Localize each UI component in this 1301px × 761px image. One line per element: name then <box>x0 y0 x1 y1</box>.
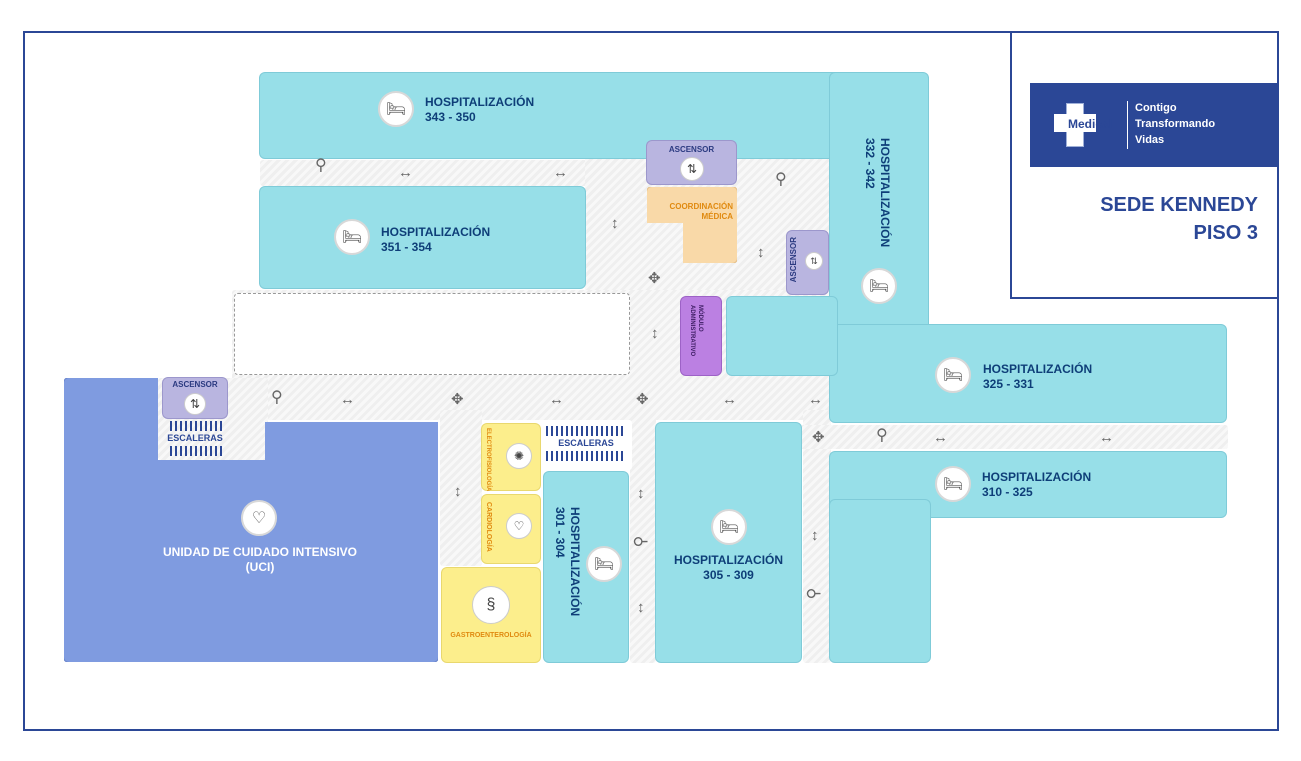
stomach-icon: § <box>472 586 510 624</box>
room-title: HOSPITALIZACIÓN <box>878 138 892 248</box>
corridor <box>800 425 1228 449</box>
room-range: 310 - 325 <box>982 485 1033 499</box>
map-frame <box>23 31 1279 731</box>
corridor <box>440 410 482 566</box>
pedestrian-icon: ⚲ <box>775 171 787 188</box>
stairs-icon <box>170 446 224 456</box>
arrow-vertical-icon: ↕ <box>651 325 659 342</box>
modulo-label-1: MÓDULO <box>697 305 703 332</box>
room-hosp-310-325-wing <box>830 500 930 662</box>
coord-label-1: COORDINACIÓN <box>669 202 733 211</box>
arrow-vertical-icon: ↕ <box>757 244 765 261</box>
arrow-cross-icon: ✥ <box>451 391 464 408</box>
tagline-1: Contigo <box>1135 102 1177 114</box>
stairs-icon <box>546 451 626 461</box>
brand-name: Medical <box>1068 117 1113 131</box>
stairs-icon <box>546 426 626 436</box>
room-range: 301 - 304 <box>553 507 567 558</box>
elevator-label: ASCENSOR <box>172 380 218 389</box>
uci-sub: (UCI) <box>245 560 275 574</box>
modulo-label-2: ADMINISTRATIVO <box>689 305 695 357</box>
arrow-vertical-icon: ↕ <box>637 485 645 502</box>
room-range: 325 - 331 <box>983 377 1034 391</box>
bed-icon: 🛏 <box>378 91 414 127</box>
elevator-label: ASCENSOR <box>668 145 715 154</box>
room-title: HOSPITALIZACIÓN <box>568 507 582 617</box>
arrow-cross-icon: ✥ <box>812 429 825 446</box>
elevator-label: ASCENSOR <box>789 237 798 283</box>
arrow-vertical-icon: ↕ <box>454 483 462 500</box>
cardio-label: CARDIOLOGÍA <box>485 502 492 552</box>
arrow-horizontal-icon: ↔ <box>398 164 413 181</box>
brand-logo: Medical Contigo Transformando Vidas <box>1030 83 1278 167</box>
bed-icon: 🛏 <box>334 219 370 255</box>
divider <box>1127 101 1128 149</box>
arrow-horizontal-icon: ↔ <box>933 429 948 446</box>
room-title: HOSPITALIZACIÓN <box>982 470 1092 484</box>
cross-icon-bar <box>1054 114 1096 132</box>
room-hosp-351-354[interactable] <box>260 187 585 288</box>
arrow-horizontal-icon: ↔ <box>340 391 355 408</box>
stairs-icon <box>170 421 224 431</box>
elevator-icon: ⇅ <box>184 393 206 415</box>
arrow-vertical-icon: ↕ <box>811 527 819 544</box>
room-hosp-325-331[interactable] <box>830 325 1226 422</box>
room-range: 332 - 342 <box>863 138 877 189</box>
heart-icon: ♡ <box>506 513 532 539</box>
care-hands-icon: ♡ <box>241 500 277 536</box>
header-panel <box>1010 31 1279 299</box>
bed-icon: 🛏 <box>586 546 622 582</box>
room-range: 343 - 350 <box>425 110 476 124</box>
room-title: HOSPITALIZACIÓN <box>673 553 784 567</box>
corridor <box>630 410 656 663</box>
tagline-3: Vidas <box>1135 134 1165 146</box>
floor-name: PISO 3 <box>1193 222 1258 244</box>
arrow-cross-icon: ✥ <box>648 270 661 287</box>
stairs-label: ESCALERAS <box>558 438 614 448</box>
room-modulo-administrativo[interactable] <box>681 297 721 375</box>
elevator-icon: ⇅ <box>680 157 704 181</box>
stairs-label: ESCALERAS <box>167 433 223 443</box>
room-range: 351 - 354 <box>381 240 432 254</box>
bed-icon: 🛏 <box>861 268 897 304</box>
uci-title: UNIDAD DE CUIDADO INTENSIVO <box>162 545 357 559</box>
corridor <box>803 410 831 663</box>
gastro-label: GASTROENTEROLOGÍA <box>450 632 532 639</box>
room-hosp-343-350[interactable] <box>260 73 920 158</box>
arrow-cross-icon: ✥ <box>636 391 649 408</box>
pedestrian-icon: ⚲ <box>271 389 283 406</box>
elevator-icon: ⇅ <box>805 252 823 270</box>
room-title: HOSPITALIZACIÓN <box>983 362 1093 376</box>
arrow-horizontal-icon: ↔ <box>553 164 568 181</box>
pedestrian-icon: ⚲ <box>315 157 327 174</box>
electro-label: ELECTROFISIOLOGÍA <box>485 428 491 492</box>
bed-icon: 🛏 <box>935 357 971 393</box>
pedestrian-icon: ⚲ <box>876 427 888 444</box>
arrow-horizontal-icon: ↔ <box>722 391 737 408</box>
bed-icon: 🛏 <box>711 509 747 545</box>
coord-label-2: MÉDICA <box>701 212 733 221</box>
empty-area <box>234 293 630 375</box>
arrow-vertical-icon: ↕ <box>611 215 619 232</box>
bed-icon: 🛏 <box>935 466 971 502</box>
tagline-2: Transformando <box>1135 118 1216 130</box>
brain-icon: ✺ <box>506 443 532 469</box>
pedestrian-icon: ⚲ <box>632 535 650 548</box>
pedestrian-icon: ⚲ <box>805 587 823 600</box>
arrow-vertical-icon: ↕ <box>637 599 645 616</box>
room-hosp-325-331-annex <box>727 297 837 375</box>
arrow-horizontal-icon: ↔ <box>549 391 564 408</box>
arrow-horizontal-icon: ↔ <box>808 391 823 408</box>
room-title: HOSPITALIZACIÓN <box>381 225 491 239</box>
room-title: HOSPITALIZACIÓN <box>425 95 535 109</box>
arrow-horizontal-icon: ↔ <box>1099 429 1114 446</box>
site-name: SEDE KENNEDY <box>1100 194 1258 216</box>
room-range: 305 - 309 <box>703 568 754 582</box>
